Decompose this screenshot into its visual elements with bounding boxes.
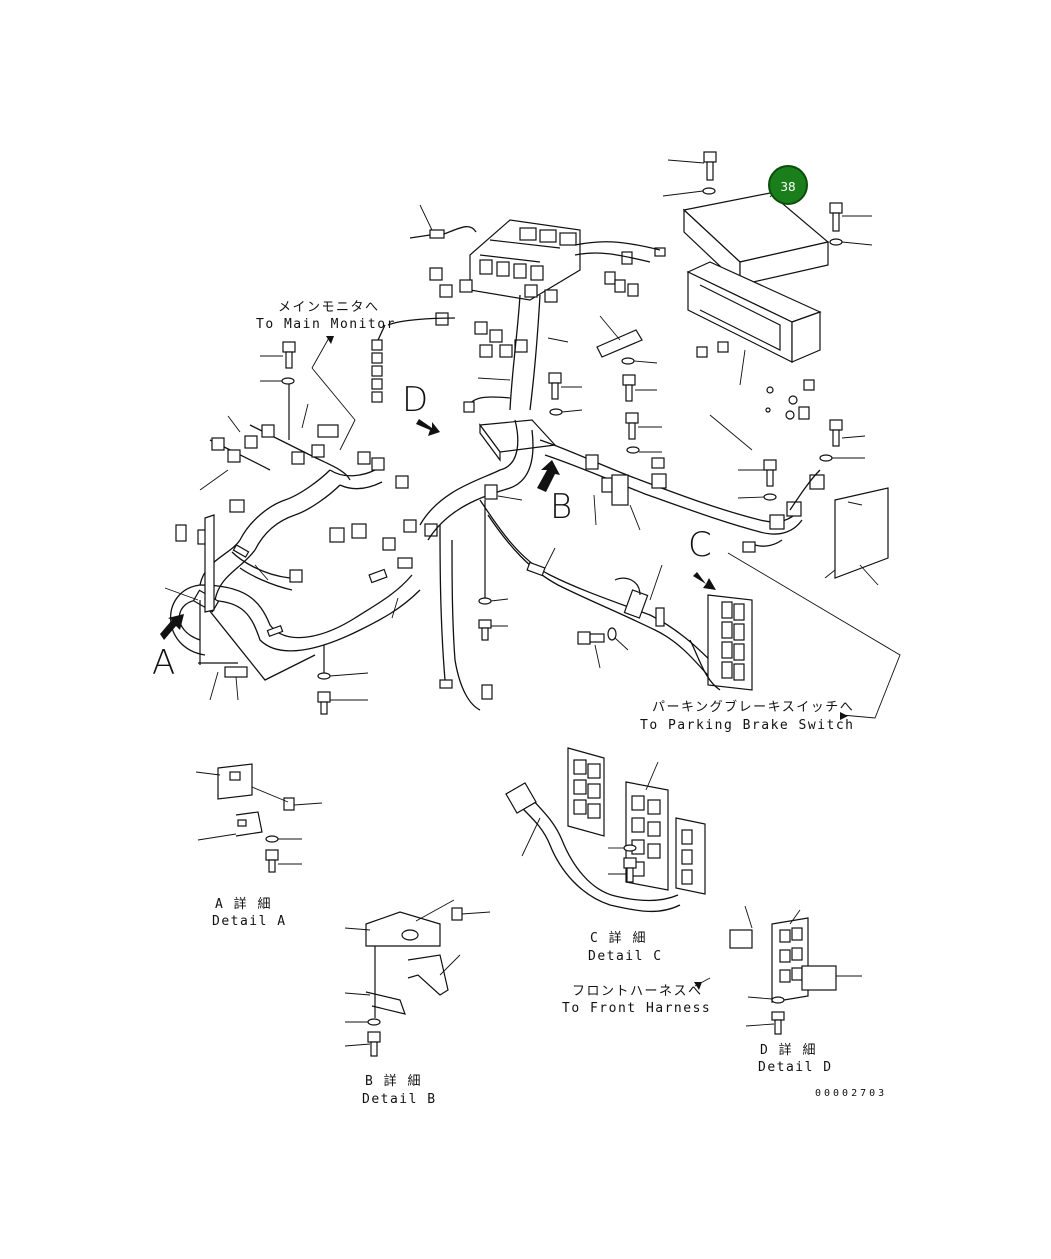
view-marker-b: B xyxy=(550,487,573,527)
bolt xyxy=(260,341,296,440)
view-arrow-d xyxy=(416,419,440,436)
detail-a-label-jp: A 詳 細 xyxy=(215,897,272,912)
detail-d-label-jp: D 詳 細 xyxy=(760,1043,817,1058)
bolt xyxy=(737,459,777,501)
harness-trunk xyxy=(387,241,661,413)
middle-plate xyxy=(463,401,557,462)
harness-clamps-left xyxy=(164,403,438,637)
view-arrow-c xyxy=(693,572,716,590)
bolt xyxy=(548,372,583,416)
main-harness-center xyxy=(254,419,825,711)
main-monitor-label-en: To Main Monitor xyxy=(256,317,396,332)
detail-b xyxy=(344,899,491,1057)
relay-block xyxy=(409,204,581,301)
view-marker-a: A xyxy=(152,643,176,683)
detail-b-label-en: Detail B xyxy=(362,1092,437,1107)
bolt xyxy=(317,645,369,715)
small-nuts xyxy=(696,341,815,451)
part-number-badge[interactable]: 38 xyxy=(768,165,808,205)
bracket-right xyxy=(824,487,889,586)
bolt xyxy=(662,151,717,197)
relay-panel-c xyxy=(689,594,753,691)
front-harness-label-en: To Front Harness xyxy=(562,1001,712,1016)
bolt xyxy=(829,202,873,246)
bolt xyxy=(478,500,509,641)
bracket-mid xyxy=(596,315,643,358)
main-harness-left xyxy=(169,424,421,681)
bolt xyxy=(819,419,866,462)
fuse-box-base xyxy=(686,261,822,386)
monitor-connectors xyxy=(371,324,386,403)
parking-brake-label-en: To Parking Brake Switch xyxy=(640,718,855,733)
fuse-box-cover xyxy=(682,174,830,287)
bolt xyxy=(621,357,658,402)
detail-a-label-en: Detail A xyxy=(212,914,287,929)
detail-d-label-en: Detail D xyxy=(758,1060,833,1075)
front-harness-label-jp: フロントハーネスへ xyxy=(572,984,703,999)
view-marker-c: C xyxy=(688,525,712,565)
connectors-top xyxy=(429,247,666,358)
detail-c xyxy=(505,747,706,913)
detail-c-label-jp: C 詳 細 xyxy=(590,931,647,946)
bolt-horizontal xyxy=(577,627,629,669)
view-arrow-b xyxy=(537,460,560,492)
detail-a xyxy=(195,763,323,873)
parking-brake-label-jp: パーキングブレーキスイッチへ xyxy=(652,700,855,715)
bolt xyxy=(625,412,662,454)
view-marker-d: D xyxy=(402,380,429,420)
leader-lines xyxy=(311,335,901,990)
bracket-left xyxy=(175,514,248,701)
drawing-number: 00002703 xyxy=(815,1088,888,1099)
detail-d xyxy=(729,905,862,1035)
detail-c-label-en: Detail C xyxy=(588,949,663,964)
main-monitor-label-jp: メインモニタへ xyxy=(278,300,380,315)
detail-b-label-jp: B 詳 細 xyxy=(365,1074,422,1089)
view-arrow-a xyxy=(160,614,184,640)
